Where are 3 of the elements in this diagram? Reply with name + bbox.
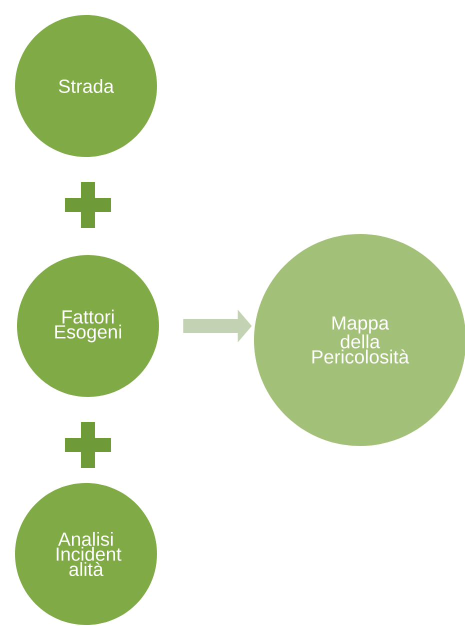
circle-node: Strada bbox=[15, 15, 157, 157]
circle-node: Analisi Incident alità bbox=[15, 483, 157, 625]
circle-node: Fattori Esogeni bbox=[17, 255, 159, 397]
